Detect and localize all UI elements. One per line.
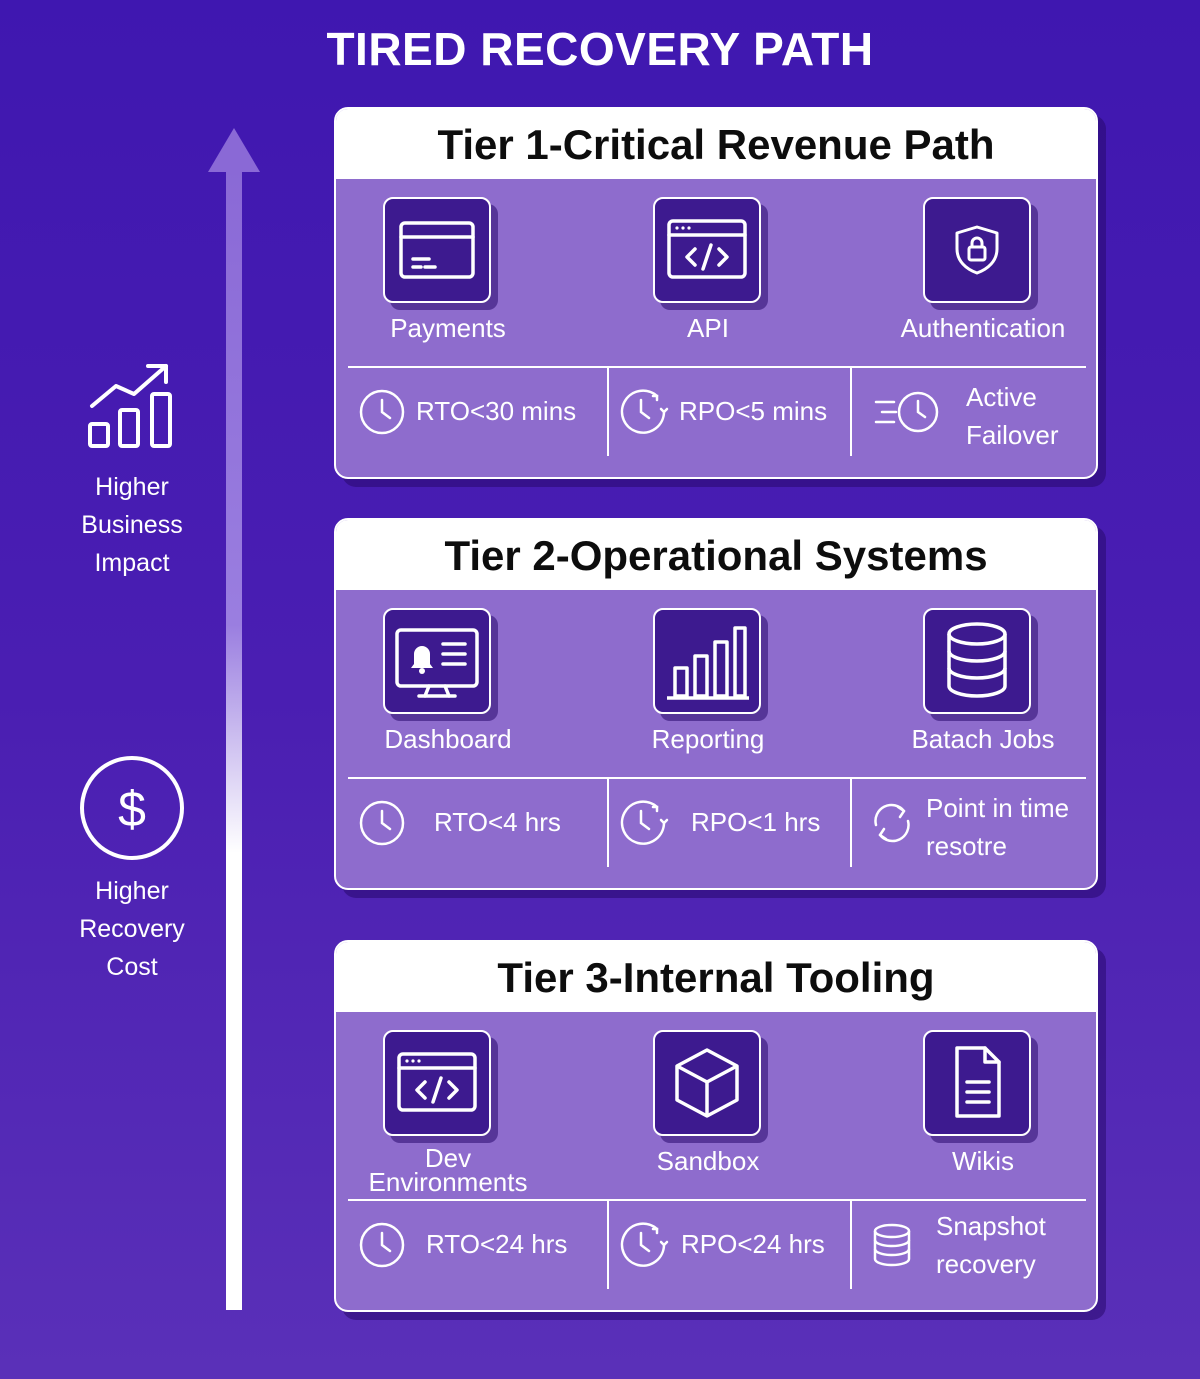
tier-title: Tier 1-Critical Revenue Path xyxy=(336,109,1096,179)
rto-metric: RTO<4 hrs xyxy=(348,779,609,867)
rto-metric: RTO<24 hrs xyxy=(348,1201,609,1289)
code-window-icon xyxy=(383,1030,491,1136)
tier-1-card: Tier 1-Critical Revenue Path Payments AP… xyxy=(334,107,1098,479)
clock-icon xyxy=(359,389,405,435)
tier-title: Tier 2-Operational Systems xyxy=(336,520,1096,590)
tier-title: Tier 3-Internal Tooling xyxy=(336,942,1096,1012)
clock-icon xyxy=(359,800,405,846)
database-icon xyxy=(923,608,1031,714)
clock-restore-icon xyxy=(620,800,669,845)
document-icon xyxy=(923,1030,1031,1136)
clock-restore-icon xyxy=(620,1222,669,1267)
svg-text:$: $ xyxy=(118,781,146,837)
database-icon xyxy=(873,1223,911,1267)
fast-clock-icon xyxy=(874,391,939,433)
code-window-icon xyxy=(653,197,761,303)
refresh-icon xyxy=(874,803,910,843)
growth-chart-icon xyxy=(88,364,172,448)
rpo-metric: RPO<1 hrs xyxy=(609,779,852,867)
rto-metric: RTO<30 mins xyxy=(348,368,609,456)
clock-icon xyxy=(359,1222,405,1268)
cube-icon xyxy=(653,1030,761,1136)
impact-axis-arrow xyxy=(226,168,242,1310)
page-title: TIRED RECOVERY PATH xyxy=(326,23,874,75)
shield-lock-icon xyxy=(923,197,1031,303)
rpo-metric: RPO<24 hrs xyxy=(609,1201,852,1289)
bar-chart-icon xyxy=(653,608,761,714)
tier-2-card: Tier 2-Operational Systems Dashboard Rep… xyxy=(334,518,1098,890)
arrow-head-icon xyxy=(208,128,260,172)
dollar-circle-icon: $ xyxy=(80,756,184,860)
tier-3-card: Tier 3-Internal Tooling Dev Environments… xyxy=(334,940,1098,1312)
impact-label: Higher Business Impact xyxy=(81,473,183,577)
rpo-metric: RPO<5 mins xyxy=(609,368,852,456)
credit-card-icon xyxy=(383,197,491,303)
clock-restore-icon xyxy=(620,389,669,434)
monitor-bell-icon xyxy=(383,608,491,714)
cost-label: Higher Recovery Cost xyxy=(79,877,185,981)
